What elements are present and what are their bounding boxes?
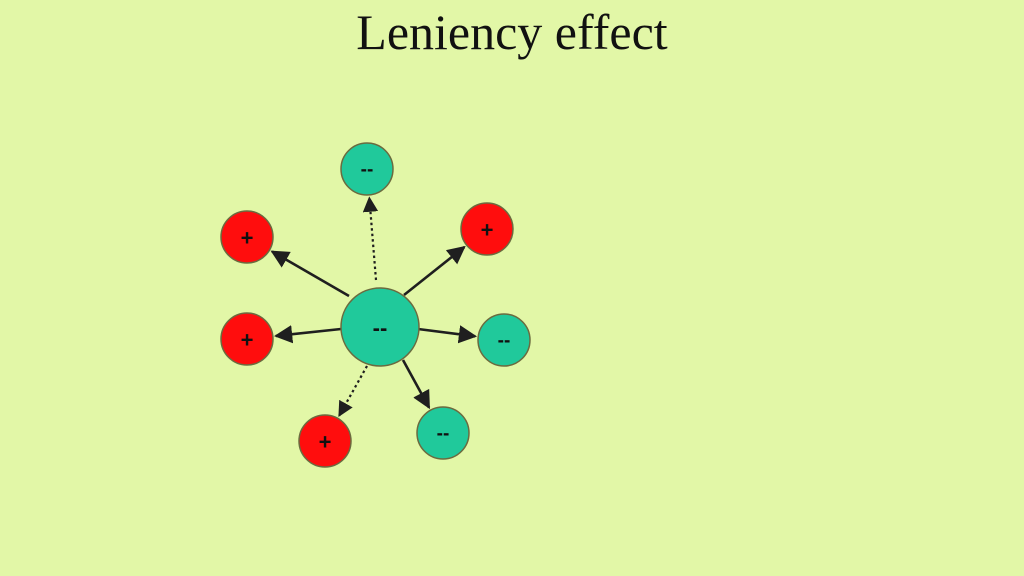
node-lower-left-circle xyxy=(298,414,352,468)
node-lower-right: -- xyxy=(416,406,470,460)
node-upper-left-sign-label: + xyxy=(241,226,254,251)
node-right-sign-label: -- xyxy=(498,331,511,352)
node-top-sign-label: -- xyxy=(361,160,374,181)
arrow-to-upper-left-solid xyxy=(270,250,350,298)
node-lower-left: + xyxy=(298,414,352,468)
node-group: -- + -- -- + + + -- xyxy=(220,142,531,468)
node-top-circle xyxy=(340,142,394,196)
node-upper-left-circle xyxy=(220,210,274,264)
node-upper-right: + xyxy=(460,202,514,256)
node-left: + xyxy=(220,312,274,366)
node-upper-left: + xyxy=(220,210,274,264)
node-right: -- xyxy=(477,313,531,367)
arrow-to-right-solid xyxy=(417,325,478,344)
arrow-to-upper-right-solid xyxy=(403,245,466,297)
node-center-sign-label: -- xyxy=(373,316,388,341)
node-left-circle xyxy=(220,312,274,366)
arrow-to-top-dotted xyxy=(362,196,379,281)
node-lower-right-sign-label: -- xyxy=(437,424,450,445)
node-left-sign-label: + xyxy=(241,328,254,353)
arrow-to-lower-left-dotted xyxy=(338,365,368,418)
node-lower-left-sign-label: + xyxy=(319,430,332,455)
node-center-circle xyxy=(340,287,420,367)
arrow-to-left-solid xyxy=(274,325,342,344)
node-upper-right-sign-label: + xyxy=(481,218,494,243)
node-center: -- xyxy=(340,287,420,367)
node-upper-right-circle xyxy=(460,202,514,256)
slide-title: Leniency effect xyxy=(356,4,668,60)
node-top: -- xyxy=(340,142,394,196)
arrow-group xyxy=(270,196,478,418)
arrow-to-lower-right-solid xyxy=(401,359,431,410)
node-lower-right-circle xyxy=(416,406,470,460)
node-right-circle xyxy=(477,313,531,367)
